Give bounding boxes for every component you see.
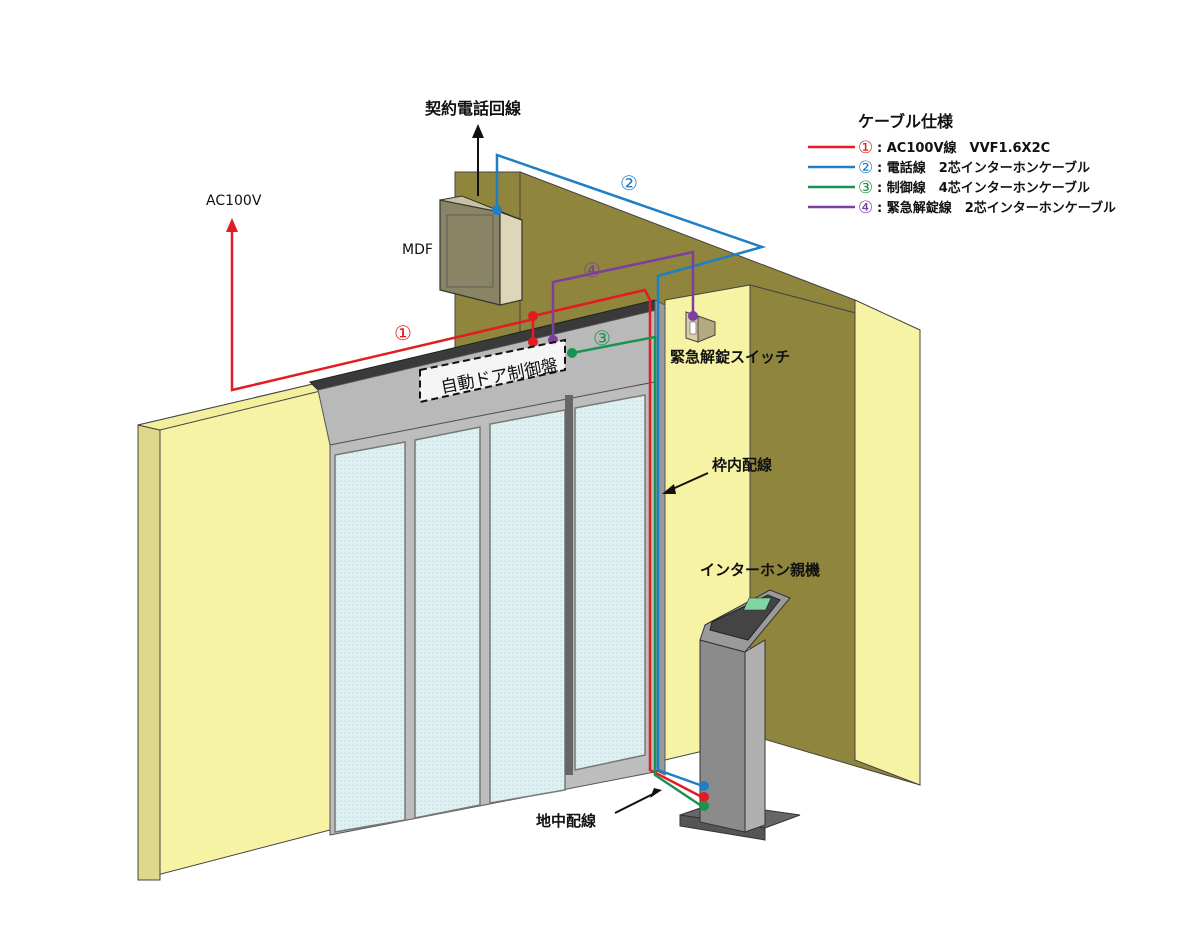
door-panel-3 (489, 409, 566, 804)
phone-line-arrow-head (472, 124, 484, 138)
control-panel-box (419, 338, 566, 404)
legend-item-2-text: : 電話線 2芯インターホンケーブル (877, 160, 1090, 176)
phone-line-label: 契約電話回線 (424, 99, 521, 118)
legend-item-3-text: : 制御線 4芯インターホンケーブル (877, 180, 1090, 196)
legend-item-3-marker: ③ (858, 178, 873, 198)
automatic-door (309, 299, 667, 836)
frame-wiring-label: 枠内配線 (712, 456, 772, 474)
door-panel-4 (574, 394, 646, 771)
ac100v-frame-line (532, 288, 701, 798)
ac100v-arrow-head (226, 218, 238, 232)
underground-wiring-label: 地中配線 (536, 812, 596, 830)
cable-legend: ケーブル仕様 ① : AC100V線 VVF1.6X2C ② : 電話線 2芯イ… (808, 112, 1116, 218)
marker-2: ② (620, 171, 638, 195)
underground-wiring-arrow (614, 792, 656, 814)
marker-4: ④ (583, 258, 601, 282)
legend-item-1-text: : AC100V線 VVF1.6X2C (877, 140, 1050, 156)
legend-title: ケーブル仕様 (858, 112, 954, 131)
ac100v-label: AC100V (206, 193, 262, 209)
emergency-line (551, 250, 695, 340)
emergency-switch-label: 緊急解錠スイッチ (670, 348, 790, 366)
marker-1: ① (394, 321, 412, 345)
marker-3: ③ (593, 326, 611, 350)
legend-item-4-text: : 緊急解錠線 2芯インターホンケーブル (877, 200, 1116, 216)
legend-item-4-marker: ④ (858, 198, 873, 218)
right-wall (664, 284, 921, 786)
door-panel-1 (334, 441, 406, 833)
phone-line (495, 153, 767, 787)
mdf-label: MDF (402, 242, 433, 258)
left-wall (137, 379, 347, 881)
intercom-stand (679, 589, 801, 841)
mdf-box (439, 195, 523, 306)
door-panel-2 (414, 426, 481, 819)
intercom-master-label: インターホン親機 (700, 561, 820, 579)
legend-item-1-marker: ① (858, 138, 873, 158)
control-line (571, 335, 701, 807)
legend-item-2-marker: ② (858, 158, 873, 178)
